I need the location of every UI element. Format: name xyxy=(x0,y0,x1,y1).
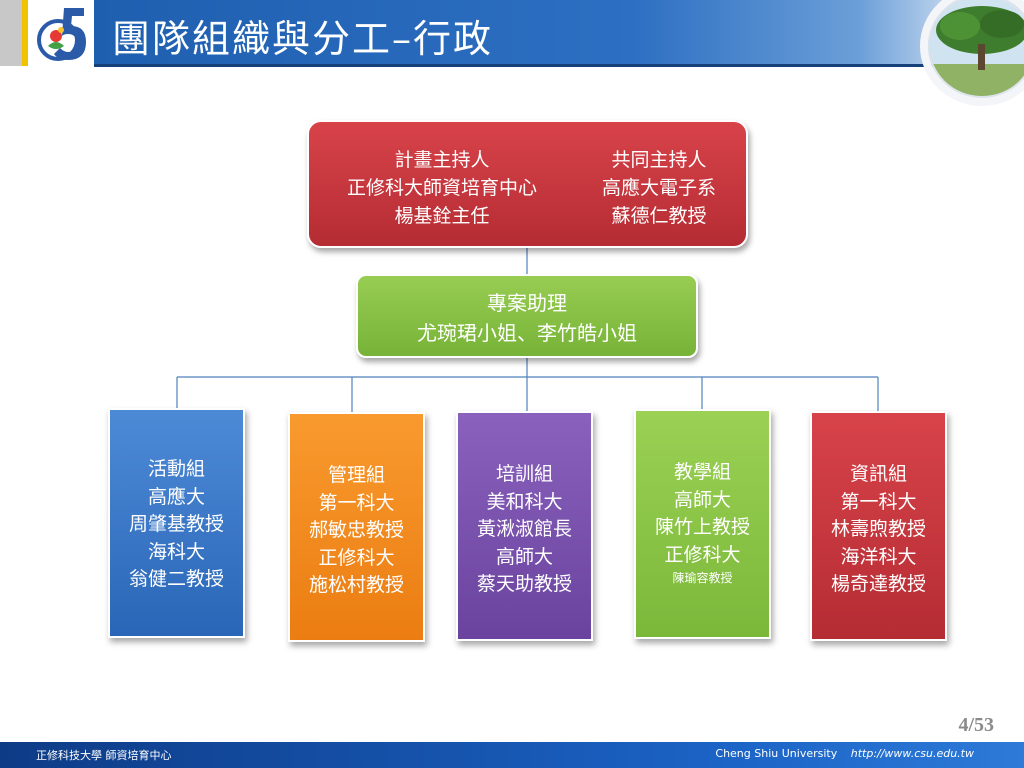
principal-investigators-box: 計畫主持人 正修科大師資培育中心 楊基銓主任 共同主持人 高應大電子系 蘇德仁教… xyxy=(307,120,748,248)
header-left-stripe xyxy=(0,0,22,66)
page-number: 4/53 xyxy=(958,714,994,736)
group-line: 活動組 xyxy=(147,458,205,480)
group-line: 教學組 xyxy=(673,461,731,483)
group-line: 資訊組 xyxy=(849,463,907,485)
group-line: 蔡天助教授 xyxy=(476,573,572,595)
group-box-management: 管理組 第一科大 郝敏忠教授 正修科大 施松村教授 xyxy=(288,412,425,642)
project-assistant-box: 專案助理 尤琬珺小姐、李竹皓小姐 xyxy=(356,274,698,358)
group-line: 郝敏忠教授 xyxy=(308,519,404,541)
group-line: 第一科大 xyxy=(840,490,917,513)
assistant-title: 專案助理 xyxy=(487,291,567,315)
group-line: 楊奇達教授 xyxy=(830,573,926,595)
lead-left-line: 楊基銓主任 xyxy=(394,205,490,227)
header-accent-stripe xyxy=(22,0,28,66)
group-line: 高應大 xyxy=(147,485,205,508)
group-box-activities: 活動組 高應大 周肇基教授 海科大 翁健二教授 xyxy=(108,408,245,638)
footer-university: Cheng Shiu University http://www.csu.edu… xyxy=(715,747,974,760)
group-line: 翁健二教授 xyxy=(128,568,224,590)
group-line: 管理組 xyxy=(327,464,385,486)
group-line: 正修科大 xyxy=(318,546,395,569)
group-box-teaching: 教學組 高師大 陳竹上教授 正修科大 陳瑜容教授 xyxy=(634,409,771,639)
lead-right-line: 共同主持人 xyxy=(611,149,707,171)
group-line: 施松村教授 xyxy=(308,574,404,596)
lead-left-line: 計畫主持人 xyxy=(394,149,490,171)
group-line: 黃湫淑館長 xyxy=(476,518,572,540)
lead-right-line: 高應大電子系 xyxy=(601,177,716,199)
group-line: 正修科大 xyxy=(664,543,741,566)
slide-title: 團隊組織與分工–行政 xyxy=(112,17,494,61)
co-principal-investigator: 共同主持人 高應大電子系 蘇德仁教授 xyxy=(579,146,739,230)
title-bar xyxy=(94,0,994,66)
footer-bar: 正修科技大學 師資培育中心 Cheng Shiu University http… xyxy=(0,742,1024,768)
footer-department: 正修科技大學 師資培育中心 xyxy=(36,749,172,762)
tree-photo xyxy=(928,0,1024,98)
group-line: 第一科大 xyxy=(318,491,395,514)
group-line: 培訓組 xyxy=(495,463,553,485)
group-line: 高師大 xyxy=(495,545,553,568)
principal-investigator: 計畫主持人 正修科大師資培育中心 楊基銓主任 xyxy=(327,146,557,230)
group-line: 海洋科大 xyxy=(840,545,917,568)
footer-university-name: Cheng Shiu University xyxy=(715,747,838,760)
group-line: 林壽煦教授 xyxy=(830,518,926,540)
group-line: 陳竹上教授 xyxy=(654,516,750,538)
lead-left-line: 正修科大師資培育中心 xyxy=(346,177,537,199)
title-underline xyxy=(94,64,944,67)
assistant-names: 尤琬珺小姐、李竹皓小姐 xyxy=(417,321,637,345)
group-box-training: 培訓組 美和科大 黃湫淑館長 高師大 蔡天助教授 xyxy=(456,411,593,641)
group-line: 美和科大 xyxy=(486,490,563,513)
footer-url-link[interactable]: http://www.csu.edu.tw xyxy=(850,747,974,760)
university-logo xyxy=(37,8,86,61)
group-line-small: 陳瑜容教授 xyxy=(672,571,733,585)
lead-right-line: 蘇德仁教授 xyxy=(611,205,707,227)
group-line: 高師大 xyxy=(673,488,731,511)
group-box-information: 資訊組 第一科大 林壽煦教授 海洋科大 楊奇達教授 xyxy=(810,411,947,641)
group-line: 海科大 xyxy=(147,540,205,563)
group-line: 周肇基教授 xyxy=(128,513,224,535)
